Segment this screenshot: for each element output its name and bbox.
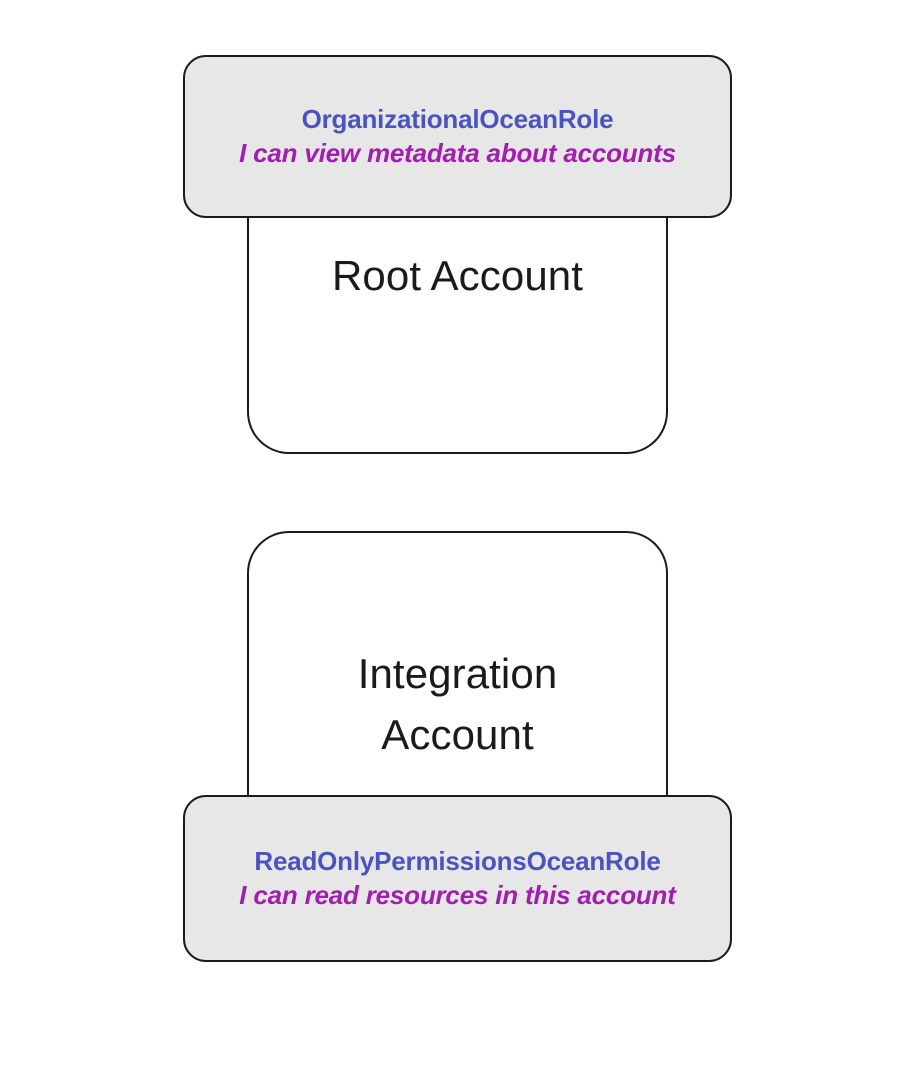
role-title-readonly-permissions-ocean-role: ReadOnlyPermissionsOceanRole: [254, 845, 661, 876]
account-label-integration: Integration Account: [357, 650, 558, 758]
account-box-root[interactable]: Root Account: [247, 190, 668, 454]
role-box-readonly-permissions-ocean-role[interactable]: ReadOnlyPermissionsOceanRole I can read …: [183, 795, 732, 962]
role-description-organizational-ocean-role: I can view metadata about accounts: [239, 137, 676, 168]
account-label-root: Root Account: [331, 252, 584, 299]
role-title-organizational-ocean-role: OrganizationalOceanRole: [301, 103, 614, 134]
account-box-integration[interactable]: Integration Account: [247, 531, 668, 813]
role-box-organizational-ocean-role[interactable]: OrganizationalOceanRole I can view metad…: [183, 55, 732, 218]
role-description-readonly-permissions-ocean-role: I can read resources in this account: [239, 879, 676, 910]
